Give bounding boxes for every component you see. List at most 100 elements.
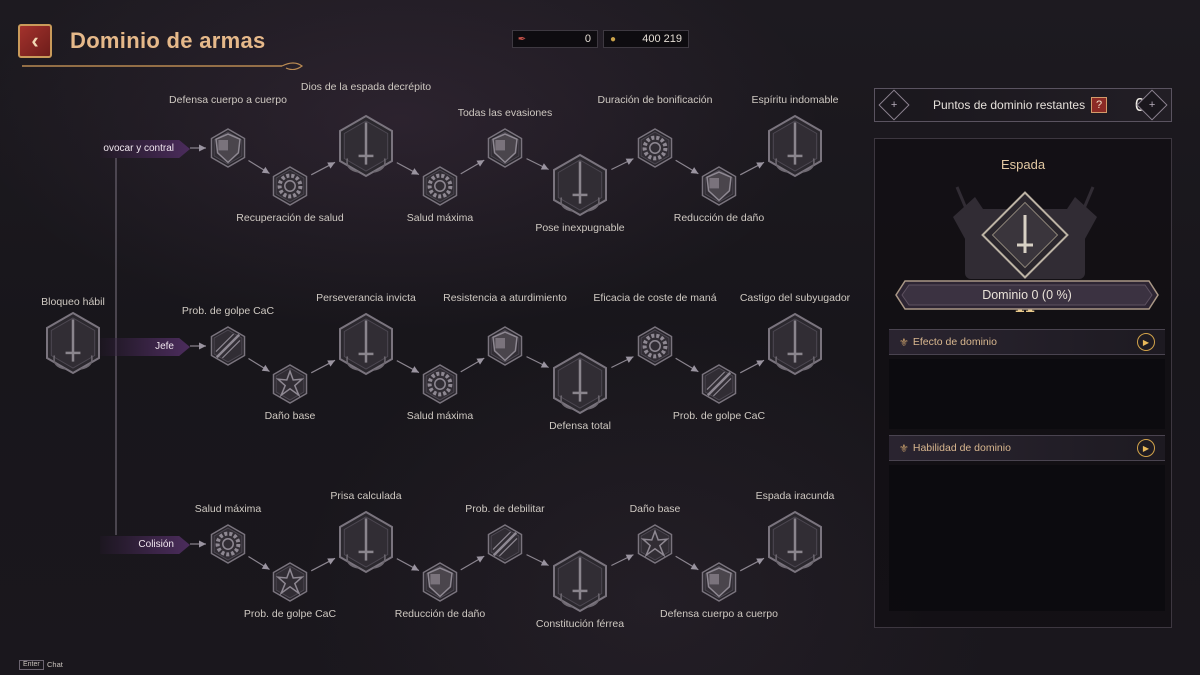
slash-icon: [492, 531, 518, 557]
branch-1-node-5-label: Defensa total: [549, 420, 611, 432]
branch-0-node-7-label: Reducción de daño: [673, 212, 765, 224]
sword-icon: [346, 518, 386, 569]
root-node-bloqueo[interactable]: [42, 311, 104, 375]
branch-2-node-7[interactable]: [699, 562, 739, 602]
gold-coin-icon: ●: [609, 33, 617, 45]
mastery-effect-title: Efecto de dominio: [912, 336, 997, 348]
branch-1-node-1-label: Daño base: [264, 410, 316, 422]
branch-tag-2[interactable]: Colisión: [100, 536, 190, 554]
enter-key-hint[interactable]: Enter: [19, 660, 44, 670]
burst-icon: [275, 567, 305, 596]
back-button[interactable]: ‹: [18, 24, 52, 58]
sword-icon: [560, 359, 600, 410]
branch-1-node-4[interactable]: [485, 326, 525, 366]
branch-2-node-2[interactable]: [335, 510, 397, 574]
branch-1-node-3-label: Salud máxima: [406, 410, 474, 422]
branch-1-node-6-label: Eficacia de coste de maná: [593, 292, 717, 304]
branch-1-node-4-label: Resistencia a aturdimiento: [443, 292, 567, 304]
branch-2-node-8[interactable]: [764, 510, 826, 574]
title-ornament: [22, 62, 304, 70]
branch-1-node-7-label: Prob. de golpe CaC: [672, 410, 766, 422]
branch-2-node-0[interactable]: [208, 524, 248, 564]
play-icon[interactable]: ▶: [1137, 439, 1155, 457]
page-title: Dominio de armas: [70, 28, 266, 53]
gear-icon: [427, 371, 453, 397]
burst-icon: [275, 369, 305, 398]
branch-2-node-6[interactable]: [635, 524, 675, 564]
sword-icon: [560, 161, 600, 212]
burst-icon: [640, 529, 670, 558]
branch-1-node-0-label: Prob. de golpe CaC: [181, 305, 275, 317]
sword-icon: [346, 320, 386, 371]
branch-0-node-2[interactable]: [335, 114, 397, 178]
weapon-name: Espada: [1000, 157, 1046, 172]
branch-0-node-8-label: Espíritu indomable: [751, 94, 839, 106]
mastery-skill-body: [889, 465, 1165, 611]
currency-quills-value: 0: [584, 33, 591, 45]
branch-2-node-0-label: Salud máxima: [194, 503, 262, 515]
branch-2-node-1[interactable]: [270, 562, 310, 602]
branch-0-node-6[interactable]: [635, 128, 675, 168]
sword-icon: [560, 557, 600, 608]
branch-0-node-4-label: Todas las evasiones: [457, 107, 553, 119]
play-icon[interactable]: ▶: [1137, 333, 1155, 351]
points-left-button[interactable]: +: [878, 89, 910, 121]
branch-2-node-6-label: Daño base: [629, 503, 681, 515]
back-arrow-icon: ‹: [31, 28, 39, 53]
shield-icon: [492, 133, 518, 164]
root-node-label: Bloqueo hábil: [41, 296, 105, 308]
branch-1-node-2-label: Perseverancia invicta: [316, 292, 416, 304]
mastery-level-text: Dominio 0 (0 %): [982, 288, 1072, 302]
branch-0-node-1[interactable]: [270, 166, 310, 206]
branch-0-node-0-label: Defensa cuerpo a cuerpo: [169, 94, 287, 106]
mastery-effect-body: [889, 359, 1165, 429]
branch-1-node-8[interactable]: [764, 312, 826, 376]
shield-icon: [706, 171, 732, 202]
branch-0-node-3[interactable]: [420, 166, 460, 206]
branch-1-node-2[interactable]: [335, 312, 397, 376]
branch-1-node-0[interactable]: [208, 326, 248, 366]
branch-2-node-2-label: Prisa calculada: [330, 490, 402, 502]
branch-1-node-6[interactable]: [635, 326, 675, 366]
branch-tag-1[interactable]: Jefe: [100, 338, 190, 356]
sword-icon: [775, 122, 815, 173]
branch-0-node-4[interactable]: [485, 128, 525, 168]
branch-1-node-7[interactable]: [699, 364, 739, 404]
branch-0-node-2-label: Dios de la espada decrépito: [300, 81, 432, 93]
gear-icon: [427, 173, 453, 199]
branch-0-node-5[interactable]: [549, 153, 611, 217]
plus-icon: +: [1148, 99, 1156, 111]
weapon-detail-panel: Espada II Dominio 0 (0 %) ⚜ Efecto de do…: [874, 138, 1172, 628]
branch-0-node-0[interactable]: [208, 128, 248, 168]
slash-icon: [215, 333, 241, 359]
quill-icon: ✒: [517, 33, 527, 45]
shield-icon: [706, 567, 732, 598]
mastery-skill-header[interactable]: ⚜ Habilidad de dominio ▶: [889, 435, 1165, 461]
chat-label: Chat: [47, 660, 63, 669]
shield-icon: [215, 133, 241, 164]
branch-2-node-3[interactable]: [420, 562, 460, 602]
sword-icon: [53, 319, 93, 370]
sword-icon: [775, 518, 815, 569]
branch-1-node-3[interactable]: [420, 364, 460, 404]
branch-1-node-5[interactable]: [549, 351, 611, 415]
branch-1-node-1[interactable]: [270, 364, 310, 404]
mastery-effect-header[interactable]: ⚜ Efecto de dominio ▶: [889, 329, 1165, 355]
branch-tag-0[interactable]: ovocar y contral: [100, 140, 190, 158]
branch-2-node-5[interactable]: [549, 549, 611, 613]
branch-0-node-8[interactable]: [764, 114, 826, 178]
sword-icon: [775, 320, 815, 371]
branch-0-node-5-label: Pose inexpugnable: [535, 222, 625, 234]
shield-icon: [427, 567, 453, 598]
fleur-icon: ⚜: [899, 336, 909, 349]
branch-2-node-7-label: Defensa cuerpo a cuerpo: [660, 608, 778, 620]
branch-0-node-7[interactable]: [699, 166, 739, 206]
currency-quills: ✒ 0: [512, 30, 598, 48]
branch-2-node-4-label: Prob. de debilitar: [465, 503, 545, 515]
gear-icon: [642, 135, 668, 161]
branch-2-node-4[interactable]: [485, 524, 525, 564]
mastery-level-bar: Dominio 0 (0 %): [895, 280, 1159, 310]
branch-2-node-3-label: Reducción de daño: [394, 608, 486, 620]
sword-icon: [346, 122, 386, 173]
help-icon[interactable]: ?: [1091, 97, 1108, 113]
